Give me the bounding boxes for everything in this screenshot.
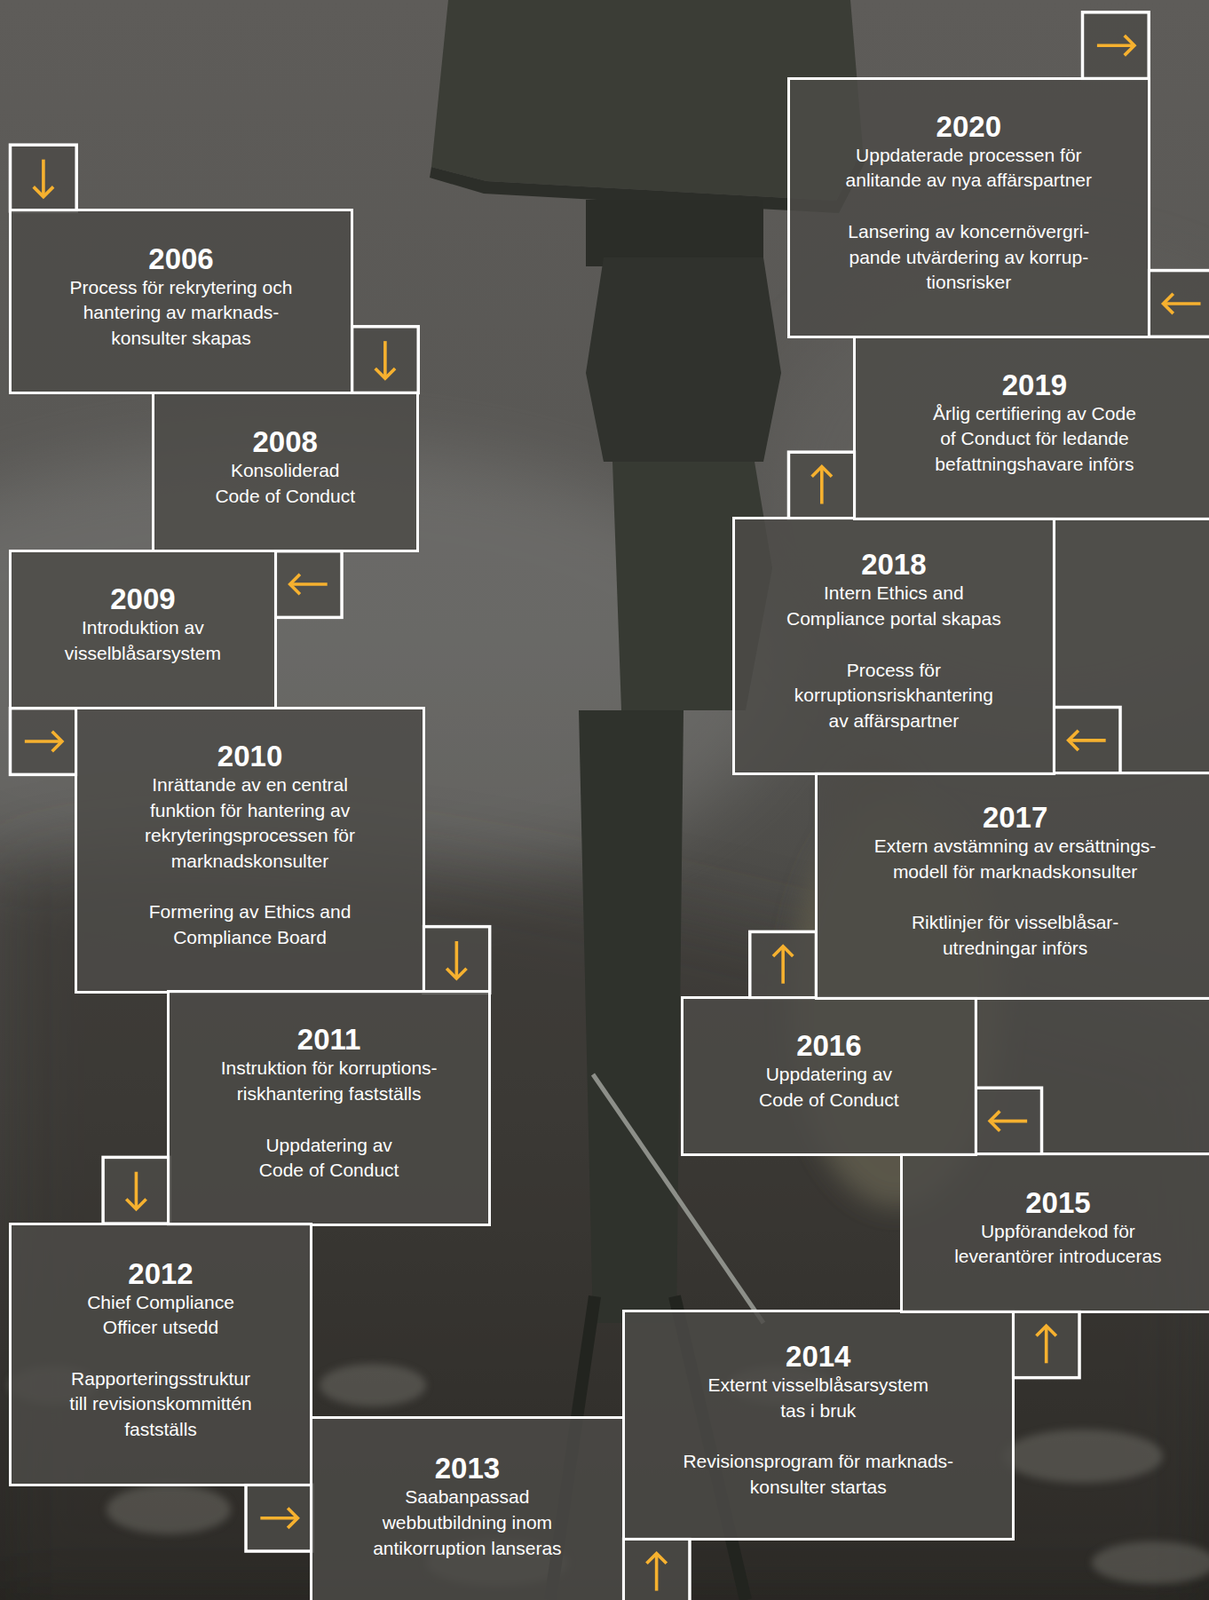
timeline-box: 2010Inrättande av en central funktion fö… [74, 706, 425, 994]
milestone-text: Process för rekrytering och hantering av… [56, 275, 306, 352]
milestone-text: Uppdaterade processen för anlitande av n… [835, 142, 1102, 194]
year-heading: 2017 [982, 801, 1048, 834]
flow-arrow [781, 946, 785, 984]
timeline-box: 2017Extern avstämning av ersättnings- mo… [814, 771, 1209, 999]
flow-arrow [290, 582, 328, 586]
milestone-text: Saabanpassad webbutbildning inom antikor… [361, 1484, 573, 1561]
year-heading: 2010 [217, 740, 283, 773]
timeline-box: 2020Uppdaterade processen för anlitande … [787, 77, 1151, 339]
year-heading: 2014 [785, 1340, 851, 1373]
start-arrow [41, 159, 46, 198]
year-heading: 2008 [252, 426, 318, 459]
milestone-text: Instruktion för korruptions- riskhanteri… [200, 1055, 459, 1107]
milestone-text: Inrättande av en central funktion för ha… [132, 772, 368, 875]
year-heading: 2012 [127, 1257, 193, 1290]
milestone-text: Process för korruptionsriskhantering av … [788, 657, 1000, 735]
year-heading: 2013 [434, 1452, 500, 1485]
timeline-box: 2011Instruktion för korruptions- riskhan… [166, 989, 492, 1226]
milestone-text: Chief Compliance Officer utsedd [62, 1289, 260, 1341]
milestone-text: Formering av Ethics and Compliance Board [132, 899, 368, 950]
empty-panel [1053, 518, 1209, 774]
timeline-box: 2019Årlig certifiering av Code of Conduc… [853, 335, 1209, 521]
milestone-text: Introduktion av visselblåsarsystem [45, 615, 241, 666]
flow-arrow [24, 739, 63, 743]
year-heading: 2009 [110, 583, 175, 616]
arrow-tile [9, 708, 77, 775]
arrow-tile [1012, 1311, 1080, 1378]
milestone-text: Riktlinjer för visselblåsar- utredningar… [891, 909, 1140, 961]
timeline-box: 2008Konsoliderad Code of Conduct [151, 391, 419, 554]
arrow-tile [245, 1484, 313, 1551]
milestone-text: Externt visselblåsarsystem tas i bruk [702, 1372, 935, 1423]
year-heading: 2016 [796, 1029, 862, 1062]
flow-arrow [1163, 301, 1202, 306]
timeline-box: 2018Intern Ethics and Compliance portal … [732, 516, 1056, 775]
flow-arrow [260, 1516, 298, 1520]
year-heading: 2006 [148, 243, 214, 276]
timeline-box: 2006Process för rekrytering och hanterin… [8, 208, 355, 395]
arrow-tile [275, 551, 342, 618]
timeline-box: 2009Introduktion av visselblåsarsystem [8, 549, 277, 711]
arrow-tile [975, 1087, 1043, 1154]
milestone-text: Lansering av koncernövergri- pande utvär… [837, 219, 1100, 296]
timeline-box: 2012Chief Compliance Officer utseddRappo… [8, 1222, 314, 1486]
timeline-box: 2016Uppdatering av Code of Conduct [680, 995, 977, 1155]
timeline-box: 2014Externt visselblåsarsystem tas i bru… [622, 1309, 1016, 1541]
flow-arrow [1044, 1325, 1049, 1363]
arrow-tile [352, 326, 419, 394]
milestone-text: Årlig certifiering av Code of Conduct fö… [909, 401, 1159, 478]
flow-arrow [989, 1119, 1028, 1123]
milestone-text: Uppdatering av Code of Conduct [250, 1132, 409, 1184]
year-heading: 2020 [936, 110, 1002, 143]
year-heading: 2019 [1002, 369, 1067, 402]
empty-panel [975, 997, 1209, 1154]
year-heading: 2015 [1025, 1186, 1091, 1219]
milestone-text: Uppdatering av Code of Conduct [750, 1061, 909, 1113]
flow-arrow [383, 340, 388, 379]
arrow-tile [1148, 270, 1209, 338]
end-arrow [1097, 43, 1135, 48]
arrow-tile [102, 1156, 170, 1224]
milestone-text: Rapporteringsstruktur till revisionskomm… [62, 1366, 260, 1443]
flow-arrow [134, 1171, 139, 1209]
milestone-text: Extern avstämning av ersättnings- modell… [864, 833, 1167, 885]
milestone-text: Konsoliderad Code of Conduct [210, 458, 360, 509]
year-heading: 2011 [297, 1023, 362, 1056]
arrow-tile [623, 1538, 690, 1600]
year-heading: 2018 [861, 548, 926, 581]
milestone-text: Revisionsprogram för marknads- konsulter… [669, 1448, 967, 1500]
arrow-tile [423, 926, 490, 994]
arrow-tile [1082, 12, 1150, 80]
arrow-tile [750, 931, 817, 998]
arrow-tile [10, 144, 78, 212]
flow-arrow [655, 1553, 659, 1591]
arrow-tile [1053, 707, 1121, 775]
milestone-text: Uppförandekod för leverantörer introduce… [944, 1218, 1171, 1270]
flow-arrow [820, 466, 824, 505]
timeline-box: 2015Uppförandekod för leverantörer intro… [900, 1152, 1209, 1313]
timeline-box: 2013Saabanpassad webbutbildning inom ant… [309, 1415, 625, 1600]
milestone-text: Intern Ethics and Compliance portal skap… [779, 580, 1009, 632]
flow-arrow [1068, 738, 1107, 743]
arrow-tile [788, 451, 855, 519]
flow-arrow [455, 940, 459, 979]
